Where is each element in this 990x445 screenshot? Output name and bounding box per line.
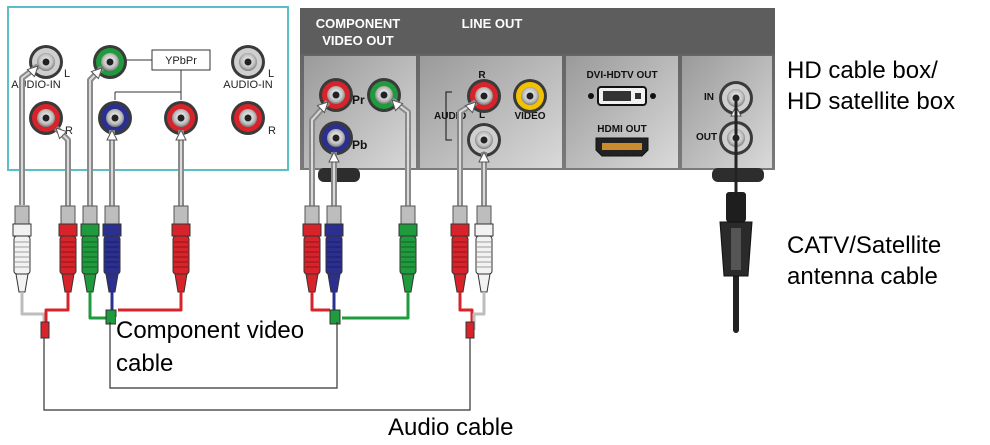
audio-label: AUDIO bbox=[434, 111, 466, 122]
arrow-tv-audio-r bbox=[55, 127, 68, 140]
plug-tv-audio-r bbox=[58, 205, 78, 293]
hdmi-label: HDMI OUT bbox=[597, 124, 646, 135]
catv-label-1: CATV/Satellite bbox=[787, 232, 942, 259]
tv-right-audio-l-jack bbox=[231, 45, 265, 79]
plug-rx-audio-l bbox=[474, 205, 494, 293]
plug-rx-pb bbox=[324, 205, 344, 293]
wire-comp-green-right bbox=[342, 292, 410, 320]
wire-comp-red-left bbox=[118, 292, 183, 312]
tv-right-r: R bbox=[268, 125, 276, 137]
cables bbox=[12, 63, 742, 339]
tv-left-r: R bbox=[65, 125, 73, 137]
tv-left-l: L bbox=[64, 68, 70, 80]
wire-comp-green-left bbox=[88, 292, 106, 320]
arrow-tv-pb bbox=[106, 128, 118, 141]
pr-label: Pr bbox=[352, 93, 365, 107]
plug-tv-pb bbox=[102, 205, 122, 293]
audio-r-label: R bbox=[478, 70, 486, 81]
arrow-tv-y bbox=[90, 67, 103, 80]
arrow-rx-pr bbox=[316, 101, 329, 114]
ypbpr-label: YPbPr bbox=[165, 55, 197, 67]
plug-tv-pr bbox=[171, 205, 191, 293]
catv-label-2: antenna cable bbox=[787, 263, 938, 290]
arrow-rx-pb bbox=[328, 150, 340, 163]
audio-cable-split-right bbox=[465, 321, 475, 339]
audio-cable-split-left bbox=[40, 321, 50, 339]
plug-tv-y bbox=[80, 205, 100, 293]
component-cable-split-left bbox=[105, 309, 117, 325]
hdmi-port bbox=[595, 137, 649, 157]
tv-right-l: L bbox=[268, 68, 274, 80]
tv-audio-in-r-jack bbox=[29, 101, 63, 135]
wire-audio-red-left bbox=[44, 292, 70, 330]
component-title-2: VIDEO OUT bbox=[322, 33, 394, 48]
tv-audio-in-left-label: AUDIO-IN bbox=[11, 79, 61, 91]
out-label: OUT bbox=[696, 132, 717, 143]
rx-pb-jack bbox=[319, 121, 353, 155]
tv-audio-in-right-label: AUDIO-IN bbox=[223, 79, 273, 91]
audio-l-label: L bbox=[479, 110, 485, 121]
plug-rx-pr bbox=[302, 205, 322, 293]
component-cable-label-2: cable bbox=[116, 350, 174, 377]
plug-rx-y bbox=[398, 205, 418, 293]
in-label: IN bbox=[704, 92, 714, 103]
tv-input-panel: YPbPr AUDIO-IN L R AUDIO-IN L R bbox=[7, 6, 289, 171]
arrow-rx-audio-l bbox=[478, 150, 490, 163]
component-cable-split-right bbox=[329, 309, 341, 325]
dvi-label: DVI-HDTV OUT bbox=[586, 70, 657, 81]
tv-pb-jack bbox=[98, 101, 132, 135]
rx-pr-jack bbox=[319, 78, 353, 112]
wire-audio-white-right bbox=[472, 292, 486, 330]
tv-pr-jack bbox=[164, 101, 198, 135]
plug-rx-audio-r bbox=[450, 205, 470, 293]
rx-audio-l-jack bbox=[467, 123, 501, 157]
video-label: VIDEO bbox=[514, 111, 545, 122]
audio-cable-label: Audio cable bbox=[388, 414, 514, 441]
component-title-1: COMPONENT bbox=[316, 16, 401, 31]
arrow-tv-audio-l bbox=[26, 65, 39, 78]
tv-right-audio-r-jack bbox=[231, 101, 265, 135]
arrow-rx-audio-r bbox=[464, 101, 477, 114]
arrow-rx-y bbox=[391, 99, 404, 112]
wire-audio-red-right bbox=[458, 292, 474, 330]
dvi-port bbox=[588, 86, 656, 106]
grouping-lines bbox=[43, 322, 471, 411]
hd-box-label-1: HD cable box/ bbox=[787, 57, 938, 84]
wire-comp-red-right bbox=[310, 292, 330, 312]
component-cable-label-1: Component video bbox=[116, 317, 305, 345]
plug-tv-audio-l bbox=[12, 205, 32, 293]
arrow-tv-pr bbox=[175, 128, 187, 141]
jacks bbox=[29, 45, 753, 157]
antenna-cable bbox=[719, 98, 753, 333]
line-out-title: LINE OUT bbox=[462, 16, 523, 31]
hd-box-label-2: HD satellite box bbox=[787, 88, 956, 115]
rx-antenna-out-jack bbox=[719, 121, 753, 155]
pb-label: Pb bbox=[352, 138, 367, 152]
rx-video-jack bbox=[513, 79, 547, 113]
